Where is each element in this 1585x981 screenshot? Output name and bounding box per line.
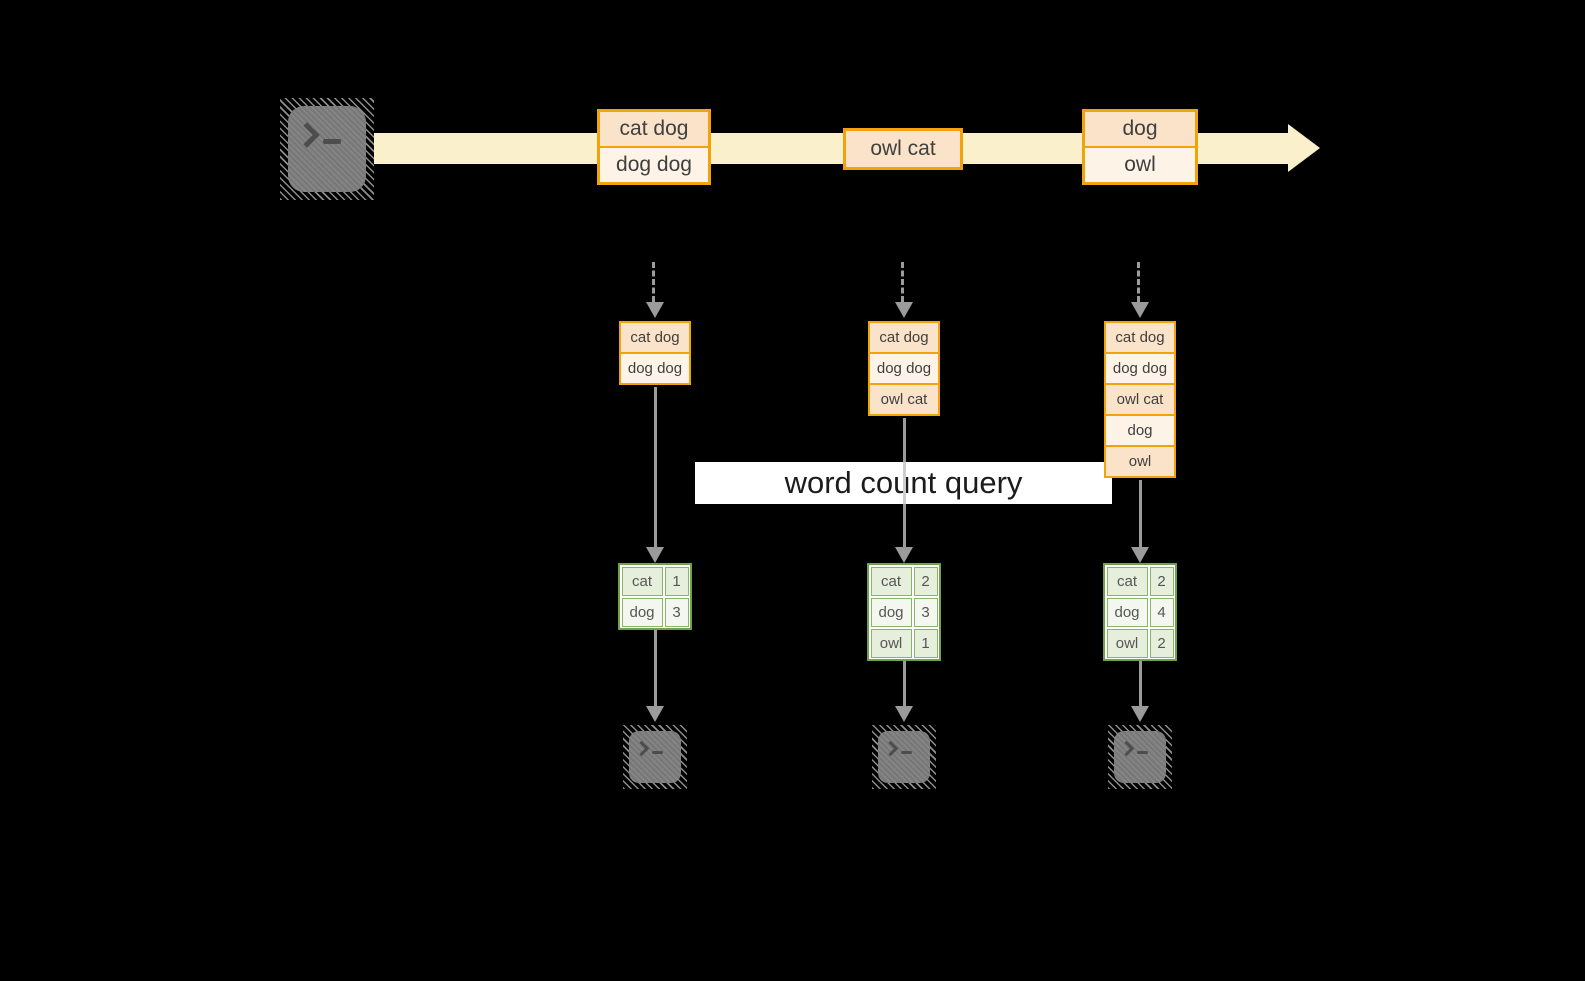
count-value-cell: 2 xyxy=(1149,566,1174,596)
arrow-table-to-output-right-head xyxy=(1131,706,1149,722)
count-value-cell: 1 xyxy=(664,566,689,596)
arrow-buffer-to-table-middle-head xyxy=(895,547,913,563)
prompt-chevron-icon xyxy=(1118,740,1135,757)
prompt-chevron-icon xyxy=(882,740,899,757)
arrow-through-label-segment xyxy=(902,462,906,504)
dashed-arrow-left-head xyxy=(646,302,664,318)
stream-batch-2: owl cat xyxy=(843,128,963,170)
buffer-record: owl cat xyxy=(870,383,938,414)
dashed-arrow-right-head xyxy=(1131,302,1149,318)
prompt-chevron-icon xyxy=(633,740,650,757)
buffer-record: dog xyxy=(1106,414,1174,445)
count-value-cell: 1 xyxy=(913,628,938,658)
arrow-buffer-to-table-middle-lower xyxy=(902,504,906,547)
buffer-record: cat dog xyxy=(1106,323,1174,352)
dashed-arrow-middle-head xyxy=(895,302,913,318)
terminal-body xyxy=(878,731,930,783)
stream-batch-3: dog owl xyxy=(1082,109,1198,185)
count-word-cell: owl xyxy=(1106,628,1148,658)
terminal-body xyxy=(629,731,681,783)
prompt-underscore-icon xyxy=(1137,750,1148,754)
buffer-record: cat dog xyxy=(621,323,689,352)
output-terminal-icon-right xyxy=(1108,725,1172,789)
output-terminal-icon-left xyxy=(623,725,687,789)
count-table-left: cat 1 dog 3 xyxy=(618,563,692,630)
terminal-body xyxy=(288,106,366,192)
buffer-record: dog dog xyxy=(1106,352,1174,383)
buffer-record: owl cat xyxy=(1106,383,1174,414)
count-word-cell: owl xyxy=(870,628,912,658)
stream-record: owl cat xyxy=(846,131,960,167)
count-value-cell: 3 xyxy=(913,597,938,627)
terminal-body xyxy=(1114,731,1166,783)
count-value-cell: 2 xyxy=(913,566,938,596)
source-terminal-icon xyxy=(280,98,374,200)
arrow-buffer-to-table-middle xyxy=(902,418,906,462)
stream-record: dog dog xyxy=(600,146,708,182)
count-value-cell: 2 xyxy=(1149,628,1174,658)
count-value-cell: 3 xyxy=(664,597,689,627)
arrow-table-to-output-middle-head xyxy=(895,706,913,722)
count-word-cell: cat xyxy=(621,566,663,596)
count-word-cell: dog xyxy=(621,597,663,627)
arrow-table-to-output-middle xyxy=(902,656,906,706)
stream-record: dog xyxy=(1085,112,1195,146)
prompt-underscore-icon xyxy=(652,750,663,754)
stream-record: cat dog xyxy=(600,112,708,146)
stream-record: owl xyxy=(1085,146,1195,182)
arrow-buffer-to-table-left-head xyxy=(646,547,664,563)
arrow-buffer-to-table-right xyxy=(1138,480,1142,547)
buffer-record: owl xyxy=(1106,445,1174,476)
arrow-buffer-to-table-right-head xyxy=(1131,547,1149,563)
prompt-underscore-icon xyxy=(323,139,341,144)
prompt-underscore-icon xyxy=(901,750,912,754)
dashed-arrow-middle xyxy=(901,262,904,302)
buffer-record: dog dog xyxy=(621,352,689,383)
buffer-box-middle: cat dog dog dog owl cat xyxy=(868,321,940,416)
dashed-arrow-right xyxy=(1137,262,1140,302)
stream-batch-1: cat dog dog dog xyxy=(597,109,711,185)
count-value-cell: 4 xyxy=(1149,597,1174,627)
count-word-cell: dog xyxy=(1106,597,1148,627)
arrow-buffer-to-table-left xyxy=(653,387,657,547)
arrow-table-to-output-left-head xyxy=(646,706,664,722)
buffer-record: cat dog xyxy=(870,323,938,352)
buffer-box-right: cat dog dog dog owl cat dog owl xyxy=(1104,321,1176,478)
stream-arrow-head xyxy=(1288,124,1320,172)
prompt-chevron-icon xyxy=(294,122,320,148)
count-word-cell: cat xyxy=(1106,566,1148,596)
buffer-box-left: cat dog dog dog xyxy=(619,321,691,385)
arrow-table-to-output-right xyxy=(1138,656,1142,706)
dashed-arrow-left xyxy=(652,262,655,302)
arrow-table-to-output-left xyxy=(653,627,657,706)
output-terminal-icon-middle xyxy=(872,725,936,789)
count-table-right: cat 2 dog 4 owl 2 xyxy=(1103,563,1177,661)
count-word-cell: cat xyxy=(870,566,912,596)
count-word-cell: dog xyxy=(870,597,912,627)
buffer-record: dog dog xyxy=(870,352,938,383)
count-table-middle: cat 2 dog 3 owl 1 xyxy=(867,563,941,661)
